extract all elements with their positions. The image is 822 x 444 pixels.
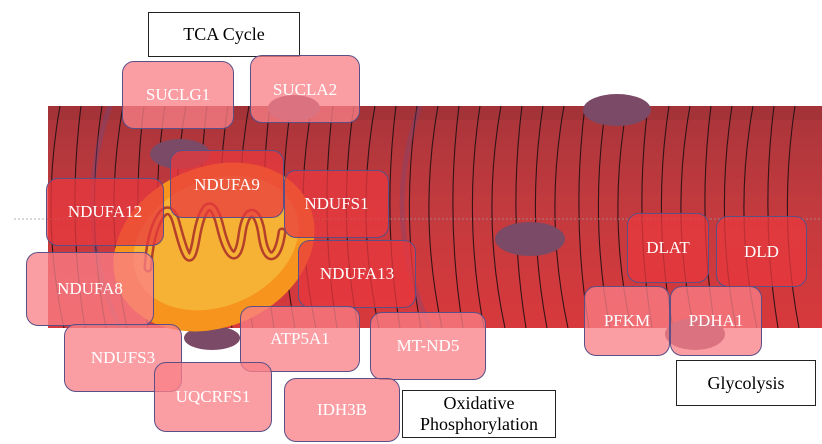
gene-box-ndufa8: NDUFA8 [26, 252, 154, 326]
glycolysis-text: Glycolysis [707, 373, 784, 394]
gene-label: MT-ND5 [397, 336, 460, 356]
gene-label: NDUFA9 [194, 175, 260, 195]
gene-box-ndufa13: NDUFA13 [298, 240, 416, 308]
gene-box-dld: DLD [716, 216, 807, 287]
gene-box-idh3b: IDH3B [284, 378, 400, 442]
phosphorylation-text: Phosphorylation [420, 414, 538, 435]
gene-box-dlat: DLAT [627, 213, 709, 283]
oxidative-text: Oxidative [444, 393, 515, 414]
gene-label: NDUFA12 [68, 202, 142, 222]
gene-label: ATP5A1 [270, 329, 330, 349]
gene-label: DLAT [646, 238, 689, 258]
gene-label: PFKM [604, 311, 650, 331]
gene-label: SUCLG1 [146, 85, 210, 105]
gene-label: DLD [744, 242, 779, 262]
gene-label: NDUFS1 [304, 194, 368, 214]
gene-label: NDUFA13 [320, 264, 394, 284]
gene-label: NDUFS3 [91, 348, 155, 368]
gene-box-mt-nd5: MT-ND5 [370, 312, 486, 380]
nucleus [583, 94, 651, 126]
gene-label: SUCLA2 [273, 80, 337, 100]
gene-box-pfkm: PFKM [584, 286, 670, 356]
nucleus [495, 222, 565, 256]
gene-box-suclg1: SUCLG1 [122, 61, 234, 129]
gene-label: IDH3B [317, 400, 367, 420]
gene-label: UQCRFS1 [176, 387, 251, 407]
gene-box-pdha1: PDHA1 [670, 286, 762, 356]
gene-box-ndufs1: NDUFS1 [284, 170, 389, 238]
glycolysis-label: Glycolysis [676, 360, 816, 406]
gene-box-sucla2: SUCLA2 [250, 55, 360, 123]
gene-box-uqcrfs1: UQCRFS1 [154, 362, 272, 432]
gene-box-ndufa9: NDUFA9 [170, 150, 284, 218]
gene-box-ndufa12: NDUFA12 [46, 178, 164, 246]
gene-label: PDHA1 [689, 311, 744, 331]
tca-cycle-text: TCA Cycle [183, 24, 265, 45]
tca-cycle-label: TCA Cycle [148, 12, 300, 57]
gene-label: NDUFA8 [57, 279, 123, 299]
oxidative-phosphorylation-label: Oxidative Phosphorylation [402, 390, 556, 438]
